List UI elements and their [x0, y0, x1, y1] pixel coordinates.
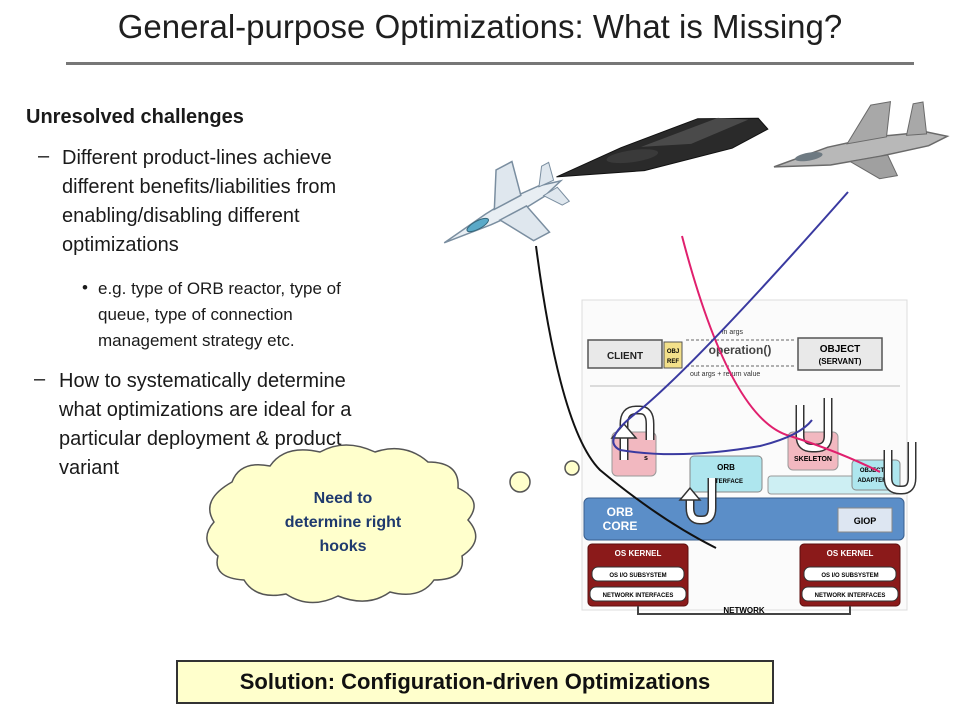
- svg-text:OS I/O SUBSYSTEM: OS I/O SUBSYSTEM: [821, 573, 878, 579]
- bullet-text: optimizations: [62, 234, 179, 256]
- svg-text:OS KERNEL: OS KERNEL: [615, 549, 662, 558]
- os-kernel-left: OS KERNEL OS I/O SUBSYSTEM NETWORK INTER…: [587, 543, 689, 607]
- page-title: General-purpose Optimizations: What is M…: [117, 8, 843, 45]
- stealth-drone-icon: [556, 117, 769, 178]
- svg-text:ORB: ORB: [607, 505, 634, 519]
- svg-text:s: s: [644, 455, 648, 462]
- cloud-line: Need to: [313, 490, 373, 507]
- obj-ref: [663, 341, 683, 369]
- title-divider: [66, 62, 914, 65]
- pink-curve: [681, 235, 881, 473]
- bullet-text: Different product-lines achieve: [62, 147, 332, 169]
- svg-text:SKELETON: SKELETON: [794, 456, 832, 463]
- bullet-text: enabling/disabling different: [62, 205, 300, 227]
- out-args-label: out args + return value: [690, 371, 760, 378]
- bullet-text: particular deployment & product: [59, 428, 342, 450]
- operation-label: operation(): [709, 343, 772, 357]
- svg-text:OS KERNEL: OS KERNEL: [827, 549, 874, 558]
- sub-bullet-text: management strategy etc.: [98, 331, 295, 350]
- hook-icon: [795, 398, 833, 453]
- svg-text:ADAPTER: ADAPTER: [857, 478, 887, 484]
- client-box: [587, 339, 663, 369]
- bullet-text: different benefits/liabilities from: [62, 176, 337, 198]
- network-label: NETWORK: [723, 606, 765, 615]
- bullet-text: variant: [59, 457, 120, 479]
- svg-text:NETWORK INTERFACES: NETWORK INTERFACES: [603, 593, 674, 599]
- fighter-jet-icon: [773, 101, 950, 180]
- svg-text:(SERVANT): (SERVANT): [819, 357, 862, 366]
- cloud-line: determine right: [284, 514, 402, 531]
- bullet-text: what optimizations are ideal for a: [59, 399, 352, 421]
- giop-box: [837, 507, 893, 533]
- blue-curve: [612, 191, 849, 456]
- cloud-text: Need to determine right hooks: [250, 487, 436, 559]
- svg-text:CORE: CORE: [603, 519, 638, 533]
- object-box: [797, 337, 883, 371]
- svg-text:OBJECT: OBJECT: [860, 468, 885, 474]
- sub-bullet-text: queue, type of connection: [98, 305, 293, 324]
- svg-text:INTERFACE: INTERFACE: [709, 479, 743, 485]
- in-args-label: in args: [722, 329, 744, 336]
- orb-interface-box: [689, 455, 763, 493]
- bullet-dash: –: [38, 145, 50, 167]
- cloud-line: hooks: [319, 538, 367, 555]
- hook-icon: [678, 478, 717, 525]
- black-curve: [535, 245, 717, 549]
- orb-architecture-diagram: CLIENT OBJ REF in args operation() out a…: [581, 299, 908, 615]
- fighter-jet-icon: [443, 160, 571, 244]
- hook-icon: [883, 442, 917, 495]
- svg-text:REF: REF: [667, 359, 679, 365]
- client-label: CLIENT: [607, 351, 643, 362]
- thought-cloud: [206, 444, 580, 604]
- section-heading: Unresolved challenges: [26, 106, 244, 128]
- svg-text:GIOP: GIOP: [854, 516, 877, 526]
- sub-bullet-dot: •: [82, 278, 88, 297]
- sub-bullet-text: e.g. type of ORB reactor, type of: [98, 279, 341, 298]
- solution-banner: Solution: Configuration-driven Optimizat…: [176, 660, 774, 704]
- os-kernel-right: OS KERNEL OS I/O SUBSYSTEM NETWORK INTER…: [799, 543, 901, 607]
- bullet-text: How to systematically determine: [59, 370, 346, 392]
- svg-text:OBJECT: OBJECT: [820, 344, 861, 355]
- bullet-dash: –: [34, 368, 46, 390]
- svg-text:ORB: ORB: [717, 463, 735, 472]
- svg-text:NETWORK INTERFACES: NETWORK INTERFACES: [815, 593, 886, 599]
- svg-text:OBJ: OBJ: [667, 349, 679, 355]
- svg-text:OS I/O SUBSYSTEM: OS I/O SUBSYSTEM: [609, 573, 666, 579]
- orb-core-box: [583, 497, 905, 541]
